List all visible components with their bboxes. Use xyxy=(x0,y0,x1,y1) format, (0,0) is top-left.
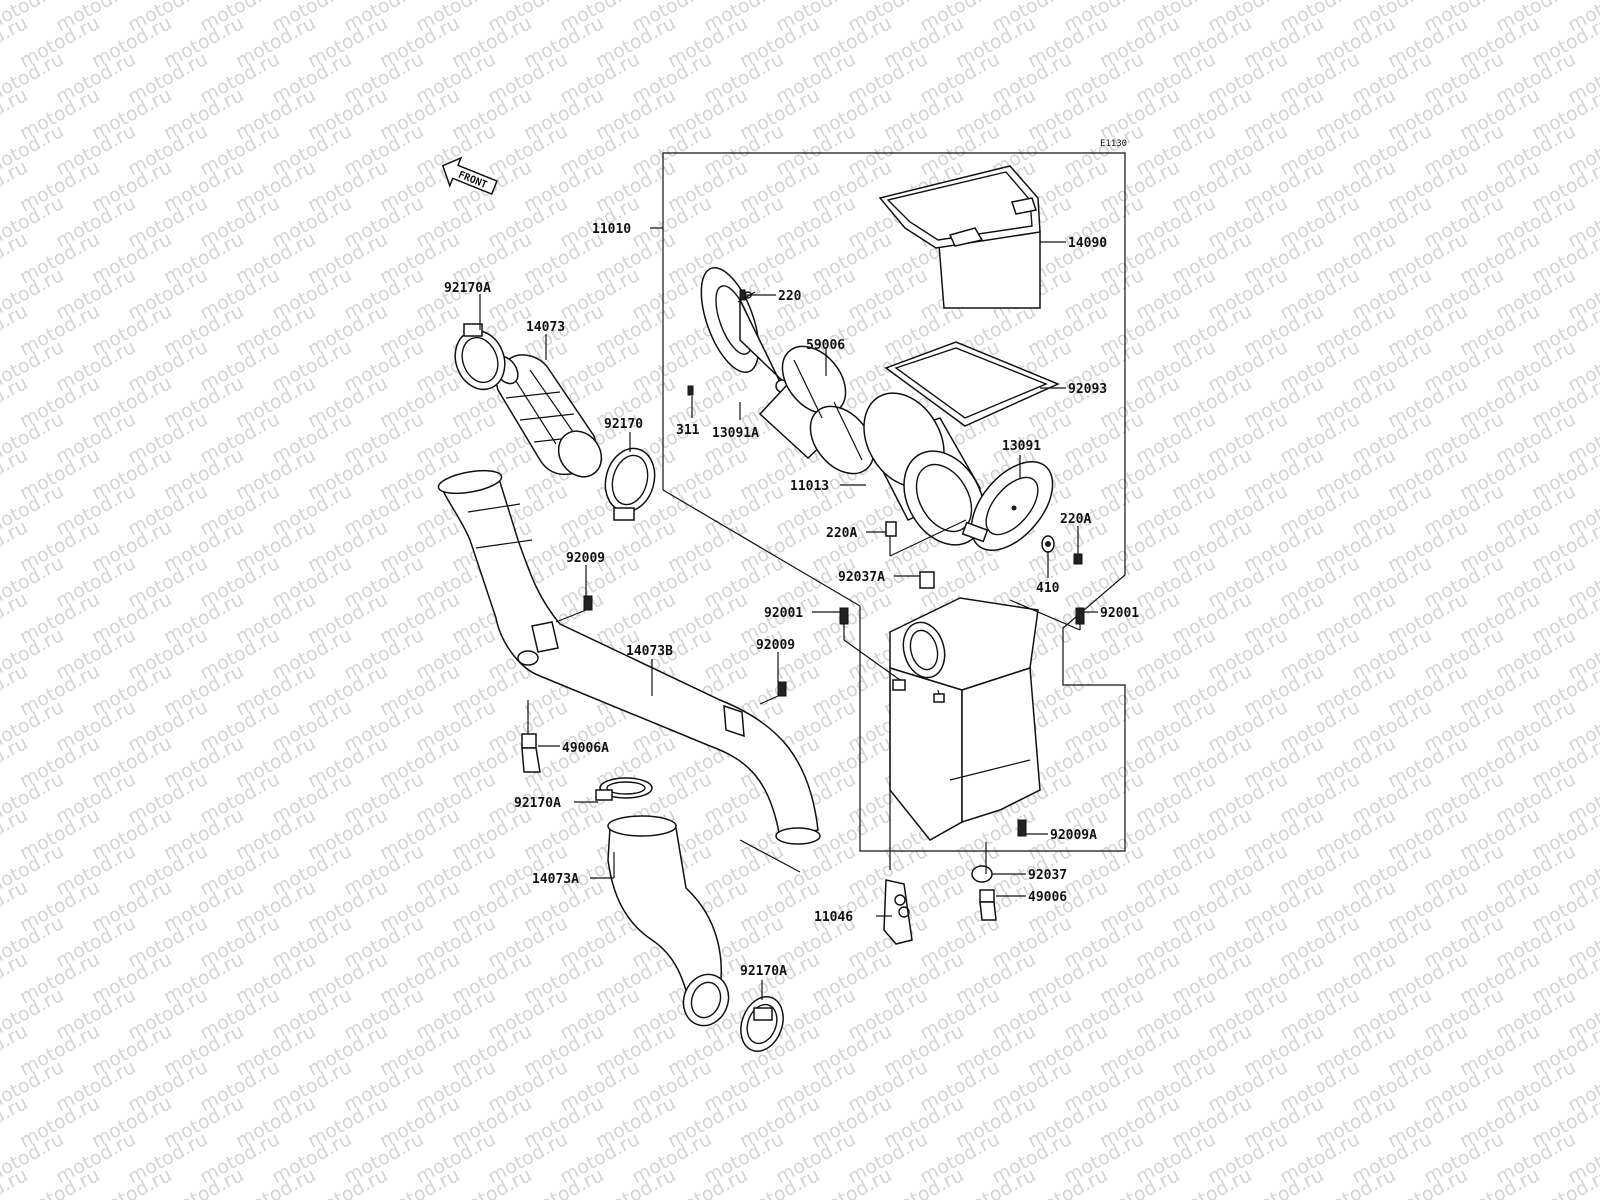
label-410: 410 xyxy=(1036,581,1060,596)
label-92009-upper: 92009 xyxy=(566,551,605,566)
part-49006a-drain-cap xyxy=(521,733,541,773)
diagram-reference-code: E1130 xyxy=(1100,139,1127,149)
label-220a-left: 220A xyxy=(826,526,857,541)
part-airbox-housing xyxy=(889,597,1041,841)
part-59006-pre-filter xyxy=(758,345,875,475)
label-92009-lower: 92009 xyxy=(756,638,795,653)
label-11046: 11046 xyxy=(814,910,853,925)
part-14073-intake-duct xyxy=(493,354,603,478)
label-14073: 14073 xyxy=(526,320,565,335)
small-fasteners xyxy=(583,289,1085,837)
label-92037: 92037 xyxy=(1028,868,1067,883)
label-11010: 11010 xyxy=(592,222,631,237)
part-11013-air-filter xyxy=(863,392,985,546)
hose-clamp-middle xyxy=(595,777,653,801)
hose-clamp-bottom xyxy=(740,996,784,1052)
label-13091: 13091 xyxy=(1002,439,1041,454)
label-92170: 92170 xyxy=(604,417,643,432)
label-49006: 49006 xyxy=(1028,890,1067,905)
label-13091a: 13091A xyxy=(712,426,759,441)
part-number-labels: 11010 14090 220 59006 92093 311 13091A 1… xyxy=(444,222,1139,979)
label-14073b: 14073B xyxy=(626,644,673,659)
label-14090: 14090 xyxy=(1068,236,1107,251)
label-92170a-top: 92170A xyxy=(444,281,491,296)
label-92001-left: 92001 xyxy=(764,606,803,621)
label-92170a-bottom: 92170A xyxy=(740,964,787,979)
part-92093-gasket xyxy=(884,341,1060,427)
label-311: 311 xyxy=(676,423,700,438)
front-direction-arrow: FRONT xyxy=(441,156,498,196)
label-92009a: 92009A xyxy=(1050,828,1097,843)
lower-right-small-parts xyxy=(883,865,997,945)
hose-clamps-upper xyxy=(454,323,656,521)
part-14073b-main-duct xyxy=(437,469,821,845)
label-92170a-middle: 92170A xyxy=(514,796,561,811)
label-92001-right: 92001 xyxy=(1100,606,1139,621)
part-13091a-element-holder xyxy=(700,266,791,393)
label-220a-right: 220A xyxy=(1060,512,1091,527)
part-14090-airbox-cover xyxy=(878,165,1041,309)
label-14073a: 14073A xyxy=(532,872,579,887)
label-11013: 11013 xyxy=(790,479,829,494)
assembly-bracket xyxy=(650,152,1126,852)
leader-lines xyxy=(479,241,1098,1000)
label-92037a: 92037A xyxy=(838,570,885,585)
label-92093: 92093 xyxy=(1068,382,1107,397)
part-14073a-lower-duct xyxy=(607,815,730,1027)
label-220: 220 xyxy=(778,289,802,304)
label-49006a: 49006A xyxy=(562,741,609,756)
label-59006: 59006 xyxy=(806,338,845,353)
part-13091-filter-cap xyxy=(961,460,1054,552)
